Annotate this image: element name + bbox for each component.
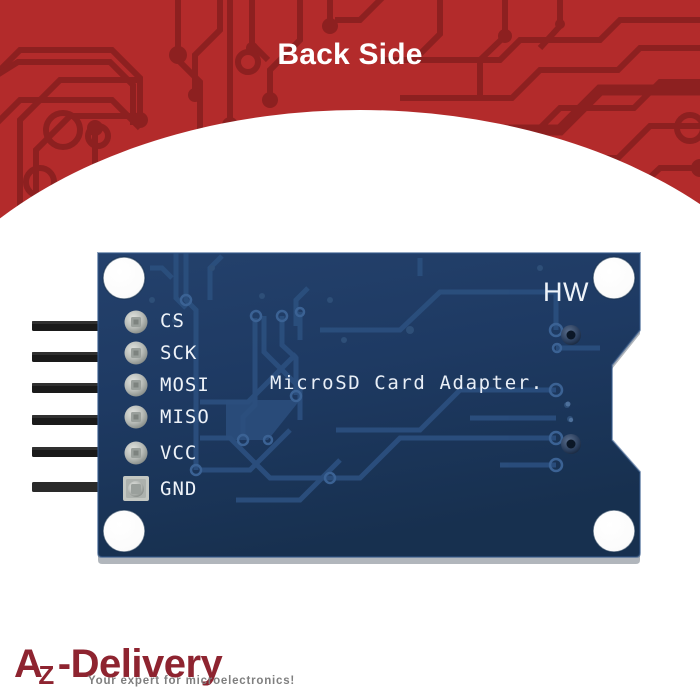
logo-letter-a: A xyxy=(14,642,43,686)
ground-pour xyxy=(226,400,300,440)
logo-brand-suffix: -Delivery xyxy=(57,642,223,686)
pin-label-sck: SCK xyxy=(160,342,198,364)
pcb-traces xyxy=(150,253,600,503)
pin-label-cs: CS xyxy=(160,310,185,332)
pin-solder-pads xyxy=(123,310,149,501)
silkscreen-board-name: MicroSD Card Adapter. xyxy=(270,372,544,394)
pin-label-gnd: GND xyxy=(160,478,198,500)
silkscreen-hw-marking: HW xyxy=(543,277,589,307)
mounting-holes xyxy=(102,256,636,553)
pin-label-vcc: VCC xyxy=(160,442,198,464)
az-delivery-logo: AZ-Delivery Your expert for microelectro… xyxy=(14,642,294,688)
pin-label-mosi: MOSI xyxy=(160,374,210,396)
right-side-vias xyxy=(561,325,581,454)
page-title: Back Side xyxy=(277,38,423,71)
logo-letter-z: Z xyxy=(38,660,54,690)
pin-label-miso: MISO xyxy=(160,406,210,428)
pin-header-row xyxy=(32,321,106,492)
logo-wordmark: AZ-Delivery Your expert for microelectro… xyxy=(14,642,294,688)
logo-tagline: Your expert for microelectronics! xyxy=(88,674,296,687)
pcb-substrate xyxy=(98,253,640,557)
